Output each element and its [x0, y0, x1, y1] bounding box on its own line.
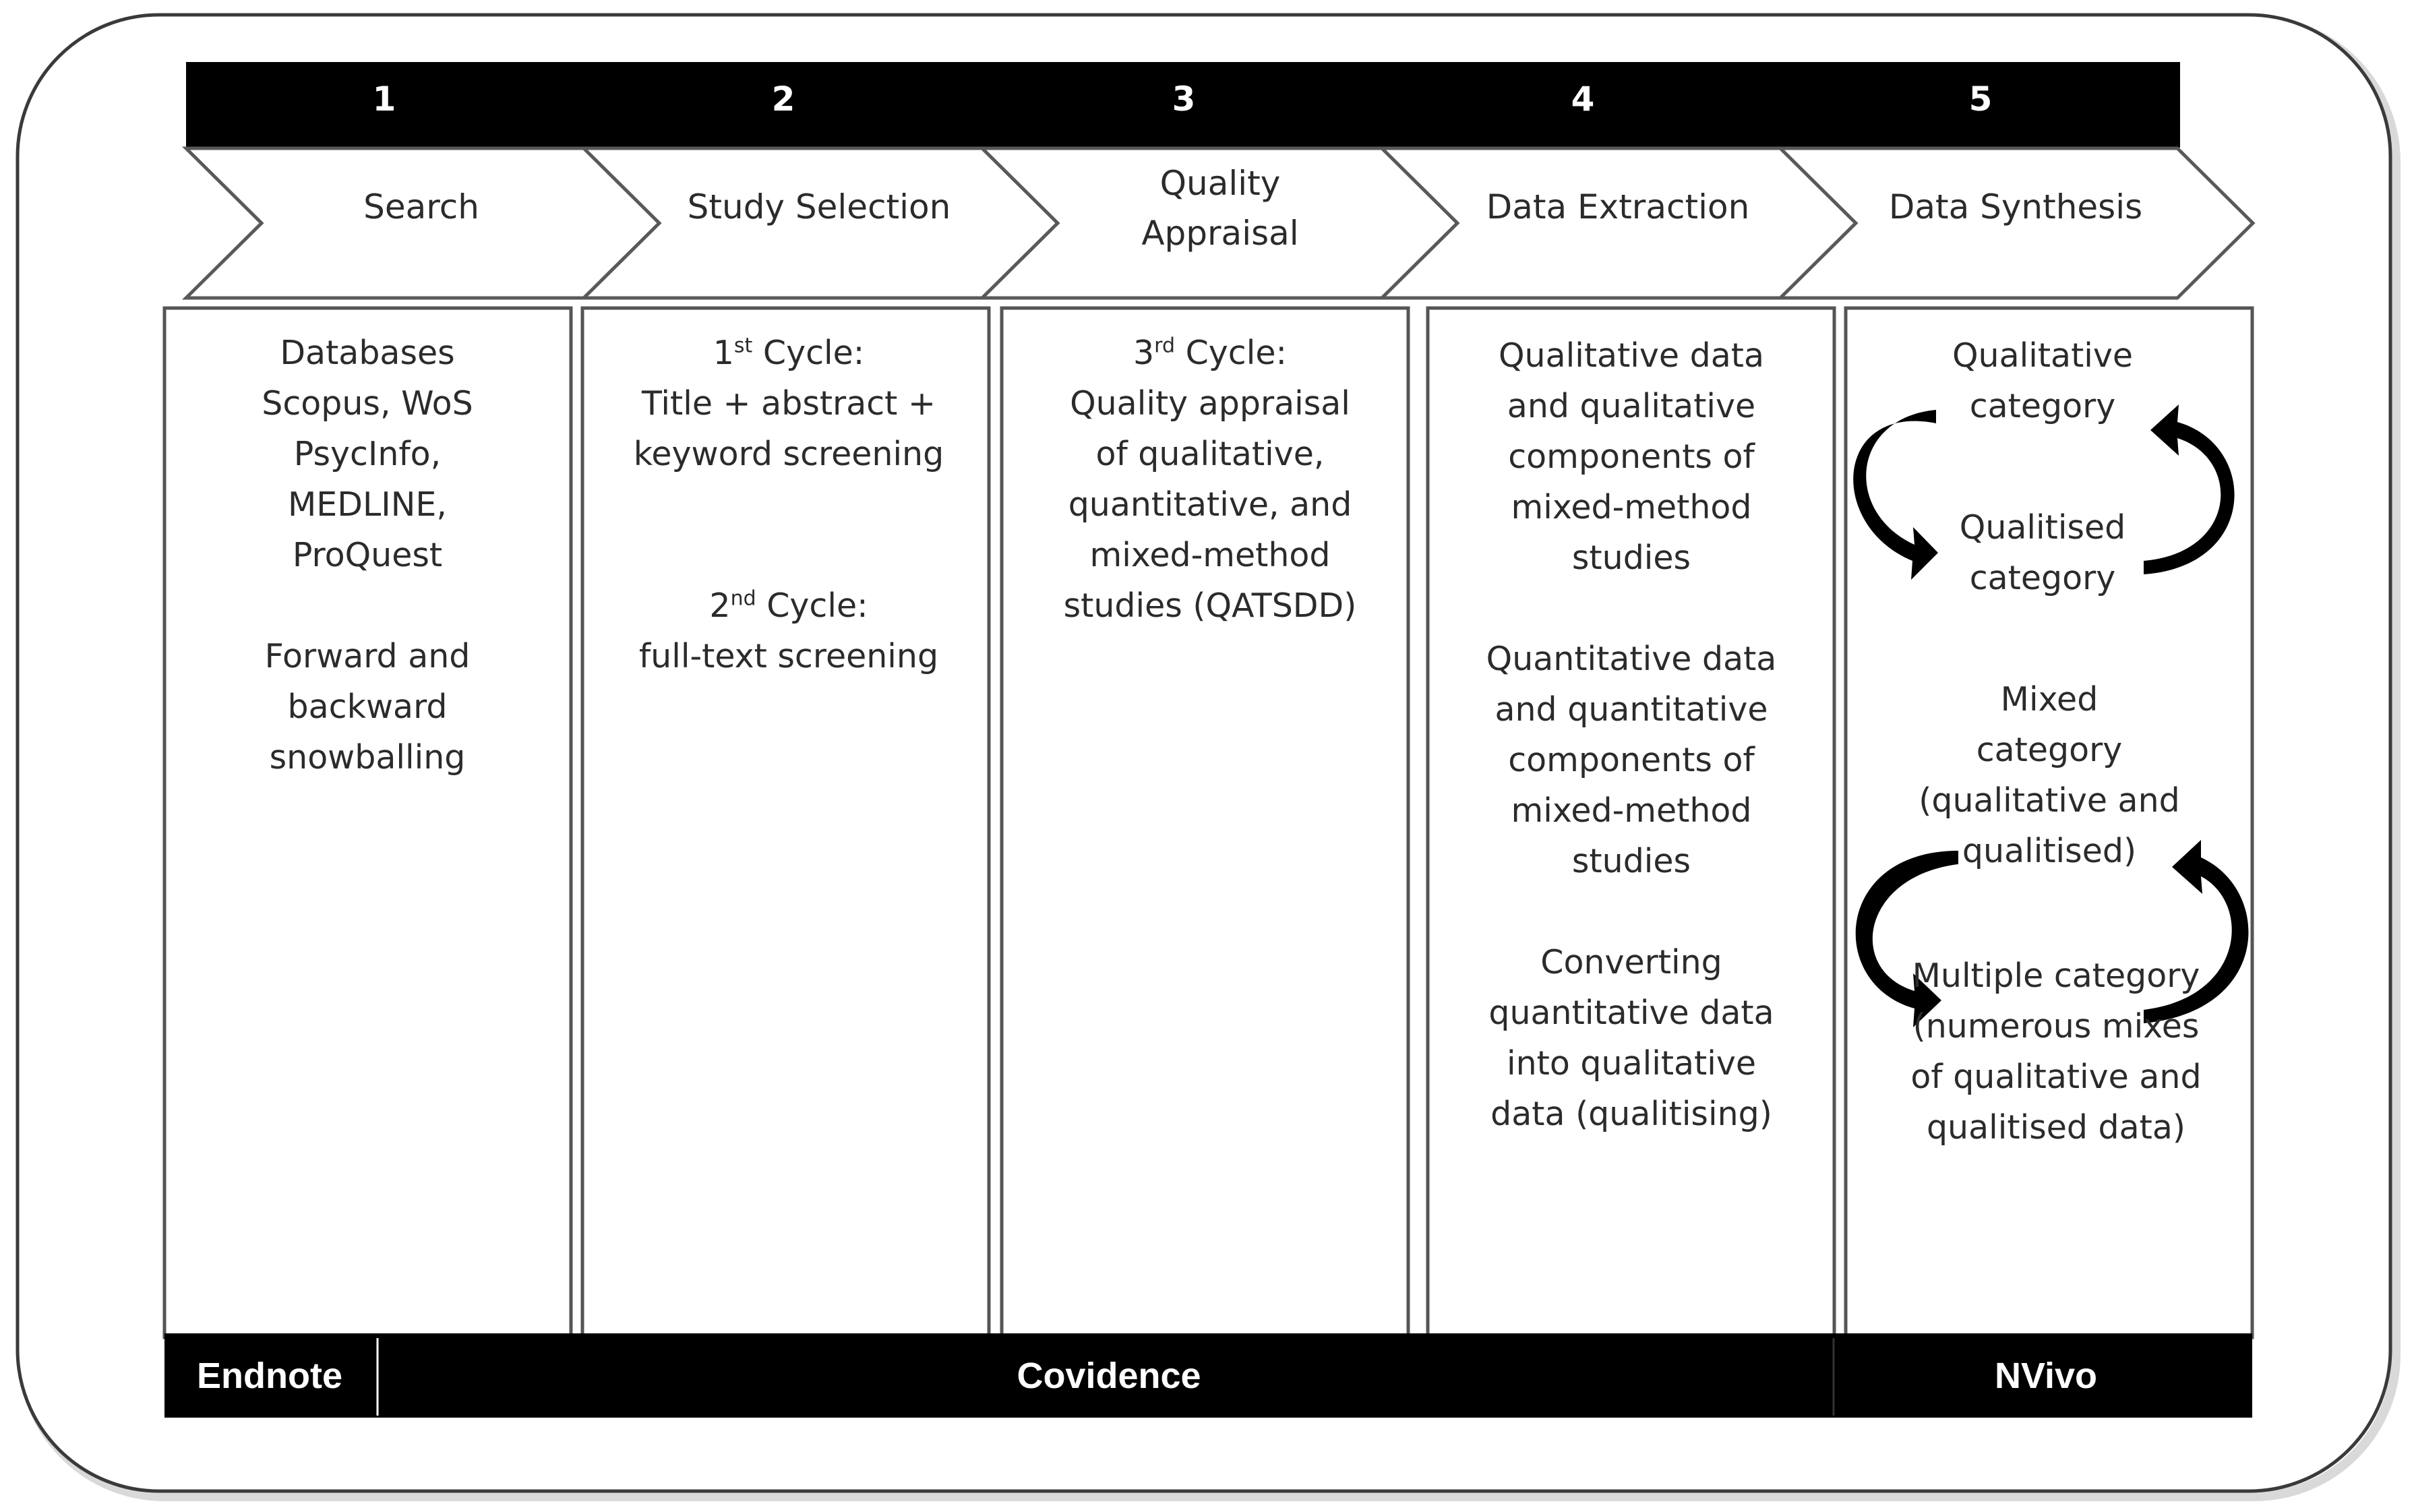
database-line: MEDLINE, — [288, 485, 447, 524]
stage-number-4: 4 — [1571, 80, 1595, 119]
database-line: Scopus, WoS — [262, 384, 473, 423]
stage-label-data-synthesis: Data Synthesis — [1888, 187, 2143, 226]
column-search — [162, 306, 573, 1339]
quantitative-line: and quantitative — [1495, 690, 1768, 729]
mixed-category: Mixed category (qualitative and qualitis… — [1881, 674, 2218, 876]
appraisal-line: quantitative, and — [1068, 485, 1352, 524]
multiple-category-line: qualitised data) — [1926, 1108, 2186, 1147]
mixed-category-line: category — [1976, 731, 2123, 769]
stage-label-quality-appraisal: Quality Appraisal — [1141, 164, 1299, 253]
qualitised-category-line: Qualitised — [1959, 508, 2126, 547]
cycle-arrow-right-lower-icon — [2144, 840, 2249, 1023]
column-data-synthesis — [1844, 306, 2254, 1339]
quantitative-line: components of — [1508, 741, 1755, 779]
cycle-1-heading: 1st Cycle: — [713, 334, 865, 372]
cycle-3-heading: 3rd Cycle: — [1133, 334, 1288, 372]
appraisal-line: mixed-method — [1089, 536, 1331, 574]
qualitised-category: Qualitised category — [1914, 502, 2171, 603]
cycle-arrow-left-lower-icon — [1855, 851, 1958, 1027]
qualitised-category-line: category — [1969, 559, 2116, 597]
column-quality-appraisal — [1000, 306, 1410, 1339]
appraisal-line: Quality appraisal — [1070, 384, 1350, 423]
multiple-category: Multiple category (numerous mixes of qua… — [1881, 950, 2231, 1153]
quantitative-line: studies — [1571, 842, 1691, 880]
appraisal-line: studies (QATSDD) — [1063, 586, 1357, 625]
qualitative-line: Qualitative data — [1498, 336, 1765, 375]
multiple-category-line: (numerous mixes — [1912, 1007, 2200, 1046]
database-line: ProQuest — [292, 536, 443, 574]
multiple-category-line: Multiple category — [1912, 957, 2200, 995]
cycle-1-line: Title + abstract + — [641, 384, 936, 423]
qualitative-line: components of — [1508, 437, 1755, 476]
tool-covidence: Covidence — [1017, 1356, 1201, 1396]
snowballing-line: snowballing — [269, 738, 466, 777]
qualitative-category-line: Qualitative — [1952, 336, 2134, 375]
stage-number-5: 5 — [1968, 80, 1993, 119]
converting-line: Converting — [1540, 943, 1722, 981]
extraction-column-text: Qualitative data and qualitative compone… — [1443, 330, 1820, 1139]
appraisal-line: of qualitative, — [1095, 435, 1325, 473]
stage-number-3: 3 — [1172, 80, 1196, 119]
qualitative-line: mixed-method — [1511, 488, 1752, 526]
selection-column-text: 1st Cycle: Title + abstract + keyword sc… — [593, 328, 984, 682]
tool-nvivo: NVivo — [1994, 1356, 2098, 1396]
converting-line: quantitative data — [1488, 994, 1774, 1032]
snowballing-line: Forward and — [264, 637, 471, 675]
converting-line: into qualitative — [1506, 1044, 1757, 1083]
mixed-category-line: (qualitative and — [1919, 781, 2180, 820]
cycle-2-line: full-text screening — [638, 637, 939, 675]
search-column-text: Databases Scopus, WoS PsycInfo, MEDLINE,… — [182, 328, 553, 783]
multiple-category-line: of qualitative and — [1910, 1058, 2202, 1096]
cycle-1-line: keyword screening — [633, 435, 944, 473]
tool-endnote: Endnote — [197, 1356, 342, 1396]
mixed-category-line: Mixed — [2000, 680, 2099, 719]
stage-number-1: 1 — [372, 80, 396, 119]
mixed-category-line: qualitised) — [1962, 832, 2137, 870]
converting-line: data (qualitising) — [1490, 1095, 1772, 1133]
stage-number-bar — [186, 62, 2180, 148]
tool-bar — [164, 1333, 2252, 1418]
cycle-arrow-right-upper-icon — [2144, 404, 2235, 574]
qualitative-category: Qualitative category — [1914, 330, 2171, 431]
stage-label-search: Search — [363, 187, 479, 226]
cycle-arrow-left-upper-icon — [1853, 410, 1938, 580]
stage-label-data-extraction: Data Extraction — [1486, 187, 1750, 226]
chevron-data-synthesis — [1776, 146, 2256, 300]
snowballing-line: backward — [287, 688, 448, 726]
appraisal-column-text: 3rd Cycle: Quality appraisal of qualitat… — [1015, 328, 1406, 631]
column-study-selection — [580, 306, 991, 1339]
qualitative-line: studies — [1571, 539, 1691, 577]
qualitative-line: and qualitative — [1507, 387, 1756, 425]
stage-label-study-selection: Study Selection — [687, 187, 951, 226]
cycle-2-heading: 2nd Cycle: — [709, 586, 868, 625]
quantitative-line: Quantitative data — [1486, 640, 1777, 678]
qualitative-category-line: category — [1969, 387, 2116, 425]
stage-number-2: 2 — [771, 80, 795, 119]
database-line: PsycInfo, — [293, 435, 442, 473]
databases-heading: Databases — [280, 334, 455, 372]
quantitative-line: mixed-method — [1511, 791, 1752, 830]
